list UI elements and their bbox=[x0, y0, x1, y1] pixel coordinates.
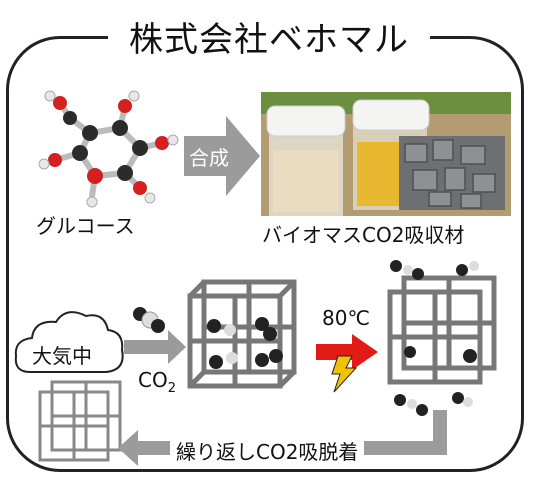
synthesis-label: 合成 bbox=[189, 146, 229, 170]
return-arrowhead bbox=[118, 430, 138, 466]
temperature-label: 80℃ bbox=[322, 306, 370, 330]
framework-cube-desorbing bbox=[387, 275, 497, 385]
heat-arrow bbox=[316, 334, 378, 370]
company-title: 株式会社ベホマル bbox=[129, 19, 409, 60]
framework-cube-loaded bbox=[187, 279, 297, 389]
inflow-arrow bbox=[124, 330, 186, 364]
crystal-texture bbox=[404, 139, 496, 209]
sem-micrograph bbox=[399, 136, 505, 210]
glucose-label: グルコース bbox=[36, 214, 135, 238]
jars-illustration bbox=[261, 92, 511, 216]
co2-text: CO bbox=[138, 368, 168, 392]
atmosphere-label: 大気中 bbox=[32, 344, 92, 368]
title-box: 株式会社ベホマル bbox=[108, 10, 430, 62]
biomass-absorbent-photo bbox=[261, 92, 511, 216]
lightning-icon bbox=[331, 355, 358, 393]
synthesis-arrow-icon bbox=[184, 116, 260, 196]
cloud-icon bbox=[14, 311, 124, 373]
co2-label: CO2 bbox=[138, 368, 176, 396]
product-label: バイオマスCO2吸収材 bbox=[262, 223, 465, 247]
glucose-molecule-icon bbox=[38, 90, 179, 208]
released-co2 bbox=[390, 260, 479, 416]
adsorbed-co2 bbox=[207, 317, 283, 369]
framework-cube-empty bbox=[38, 380, 122, 462]
co2-molecule-icon bbox=[133, 307, 165, 333]
cycle-label: 繰り返しCO2吸脱着 bbox=[170, 436, 365, 465]
co2-subscript: 2 bbox=[167, 381, 176, 396]
